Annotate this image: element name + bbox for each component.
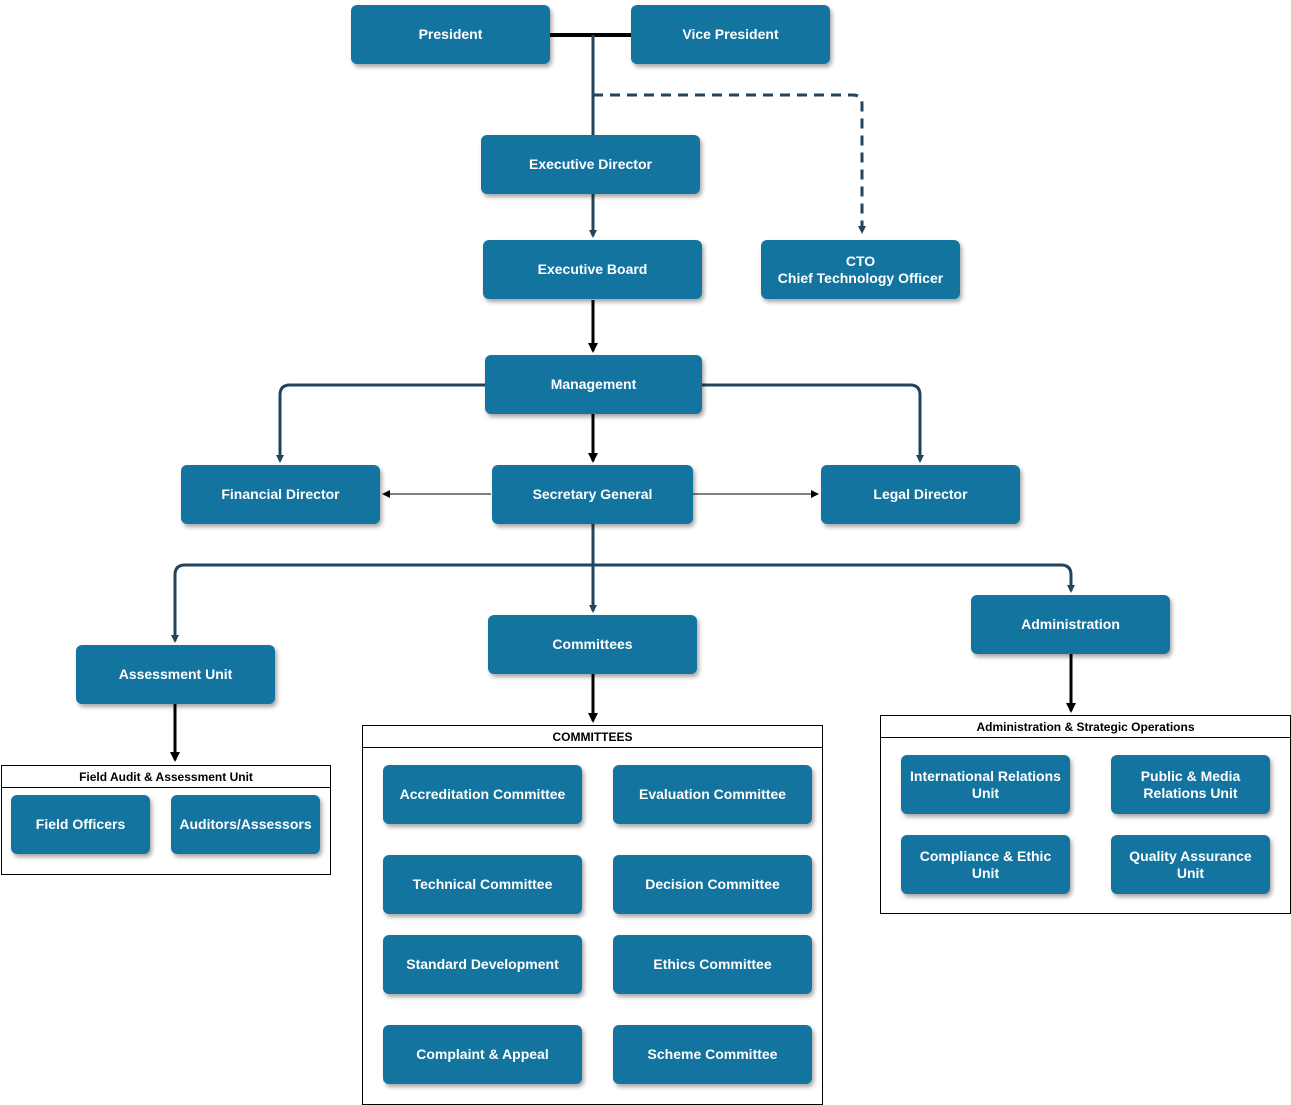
public-media-relations-node[interactable]: Public & Media Relations Unit [1111,755,1270,814]
technical-committee-node[interactable]: Technical Committee [383,855,582,914]
cto-node[interactable]: CTO Chief Technology Officer [761,240,960,299]
ethics-committee-node[interactable]: Ethics Committee [613,935,812,994]
quality-assurance-node[interactable]: Quality Assurance Unit [1111,835,1270,894]
edge-secretary-assessment-unit [171,563,593,643]
scheme-committee-node[interactable]: Scheme Committee [613,1025,812,1084]
evaluation-committee-node[interactable]: Evaluation Committee [613,765,812,824]
field-audit-group-title: Field Audit & Assessment Unit [2,766,330,788]
auditors-assessors-node[interactable]: Auditors/Assessors [171,795,320,854]
admin-ops-group-title: Administration & Strategic Operations [881,716,1290,738]
field-officers-node[interactable]: Field Officers [11,795,150,854]
complaint-appeal-node[interactable]: Complaint & Appeal [383,1025,582,1084]
secretary-general-node[interactable]: Secretary General [492,465,693,524]
executive-director-node[interactable]: Executive Director [481,135,700,194]
vice-president-node[interactable]: Vice President [631,5,830,64]
administration-node[interactable]: Administration [971,595,1170,654]
accreditation-committee-node[interactable]: Accreditation Committee [383,765,582,824]
international-relations-node[interactable]: International Relations Unit [901,755,1070,814]
edge-management-financial-director [276,383,485,463]
management-node[interactable]: Management [485,355,702,414]
president-node[interactable]: President [351,5,550,64]
financial-director-node[interactable]: Financial Director [181,465,380,524]
compliance-ethic-node[interactable]: Compliance & Ethic Unit [901,835,1070,894]
edge-management-legal-director [702,383,924,463]
committees-group-title: COMMITTEES [363,726,822,748]
legal-director-node[interactable]: Legal Director [821,465,1020,524]
committees-node[interactable]: Committees [488,615,697,674]
executive-board-node[interactable]: Executive Board [483,240,702,299]
standard-development-node[interactable]: Standard Development [383,935,582,994]
edge-secretary-administration [593,563,1075,593]
assessment-unit-node[interactable]: Assessment Unit [76,645,275,704]
edge-leadership-cto [593,93,866,234]
decision-committee-node[interactable]: Decision Committee [613,855,812,914]
